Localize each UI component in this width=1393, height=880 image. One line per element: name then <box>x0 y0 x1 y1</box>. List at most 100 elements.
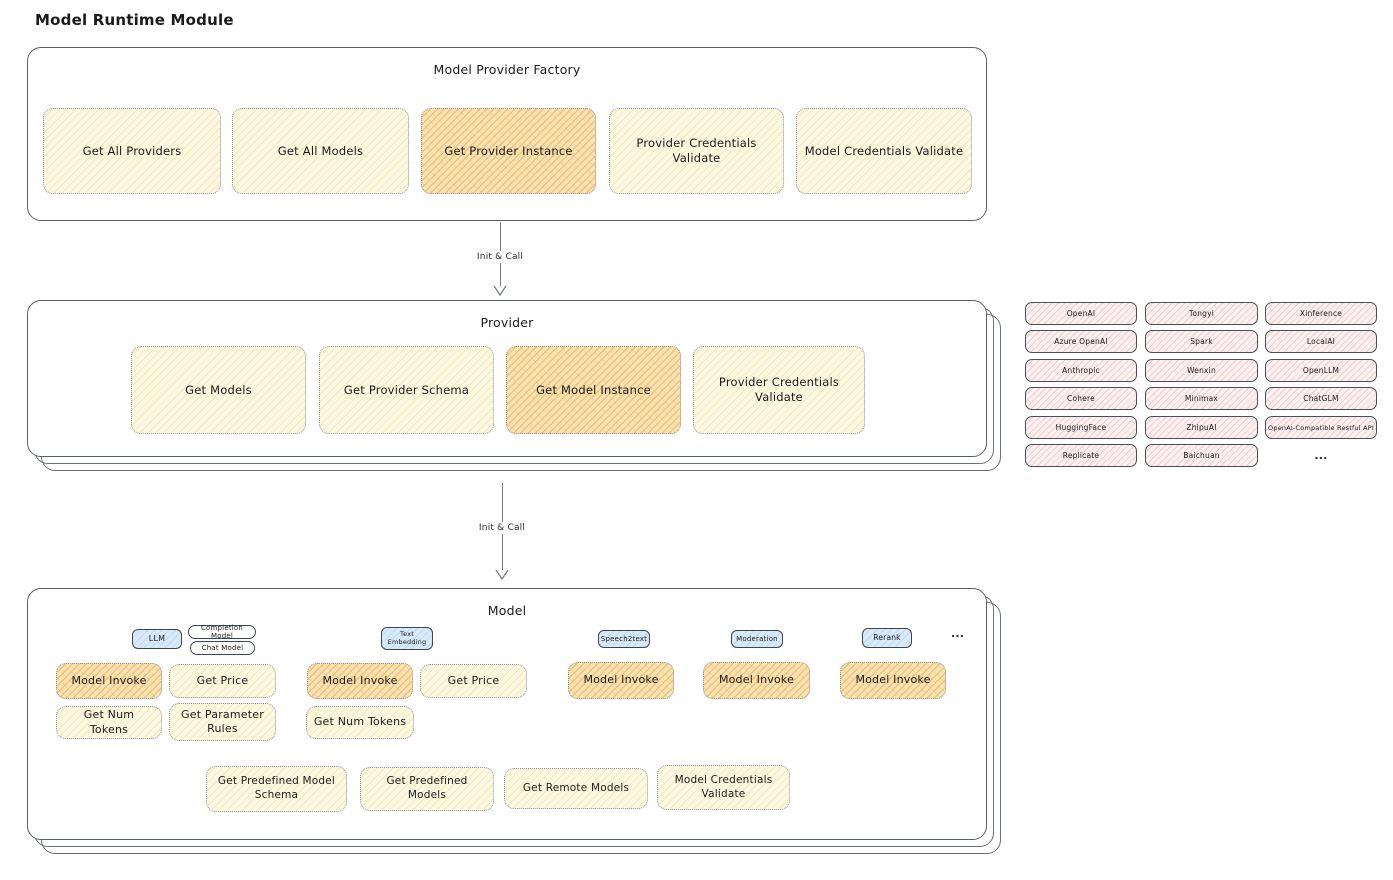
provider-item-localai: LocalAI <box>1265 330 1377 353</box>
text-embedding-get-price: Get Price <box>420 664 527 698</box>
text-embedding-get-num-tokens-label: Get Num Tokens <box>313 715 407 729</box>
model-get-predefined-model-schema: Get Predefined Model Schema <box>206 766 347 812</box>
provider-item-zhipuai: ZhipuAI <box>1145 416 1258 439</box>
tab-chat-model-label: Chat Model <box>201 644 244 652</box>
provider-provider-credentials-validate: Provider Credentials Validate <box>693 346 865 434</box>
provider-item-azure-openai-label: Azure OpenAI <box>1054 337 1108 346</box>
factory-get-provider-instance-label: Get Provider Instance <box>444 143 573 158</box>
tab-llm: LLM <box>132 629 182 649</box>
model-get-predefined-models-label: Get Predefined Models <box>386 775 468 801</box>
factory-model-credentials-validate-label: Model Credentials Validate <box>804 143 964 158</box>
provider-item-openai: OpenAI <box>1025 302 1137 325</box>
provider-item-xinference: Xinference <box>1265 302 1377 325</box>
provider-item-openllm-label: OpenLLM <box>1302 366 1340 375</box>
provider-item-anthropic: Anthropic <box>1025 359 1137 382</box>
arrow-provider-to-model-head <box>495 569 509 580</box>
provider-item-wenxin-label: Wenxin <box>1187 366 1216 375</box>
factory-container: Model Provider Factory Get All Providers… <box>27 47 987 221</box>
provider-get-models-label: Get Models <box>185 382 252 397</box>
speech2text-model-invoke: Model Invoke <box>568 662 674 699</box>
provider-item-openai-compatible-label: OpenAI-Compatible Restful API <box>1268 423 1374 432</box>
provider-item-wenxin: Wenxin <box>1145 359 1258 382</box>
provider-list-more: ... <box>1314 449 1328 462</box>
factory-model-credentials-validate: Model Credentials Validate <box>796 108 972 194</box>
provider-item-openllm: OpenLLM <box>1265 359 1377 382</box>
tab-completion-model: Completion Model <box>188 624 256 640</box>
model-title: Model <box>487 603 527 618</box>
tab-completion-model-label: Completion Model <box>200 624 244 640</box>
arrow1-label: Init & Call <box>472 251 528 263</box>
factory-provider-credentials-validate: Provider Credentials Validate <box>609 108 784 194</box>
text-embedding-model-invoke-label: Model Invoke <box>322 673 398 687</box>
diagram-title: Model Runtime Module <box>35 11 234 29</box>
model-get-remote-models-label: Get Remote Models <box>522 781 630 794</box>
rerank-model-invoke-label: Model Invoke <box>855 673 931 687</box>
llm-get-num-tokens-label: Get Num Tokens <box>83 708 135 736</box>
provider-item-huggingface: HuggingFace <box>1025 416 1137 439</box>
factory-title: Model Provider Factory <box>433 62 581 77</box>
model-get-predefined-models: Get Predefined Models <box>360 767 494 811</box>
provider-item-anthropic-label: Anthropic <box>1062 366 1100 375</box>
provider-title: Provider <box>480 315 534 330</box>
tab-moderation-label: Moderation <box>736 634 778 643</box>
provider-item-localai-label: LocalAI <box>1306 337 1336 346</box>
provider-item-tongyi-label: Tongyi <box>1188 309 1215 318</box>
provider-item-minimax: Minimax <box>1145 387 1258 410</box>
llm-get-price-label: Get Price <box>196 673 249 687</box>
tab-text-embedding: Text Embedding <box>381 627 433 650</box>
speech2text-model-invoke-label: Model Invoke <box>583 673 659 687</box>
provider-container: Provider Get Models Get Provider Schema … <box>27 300 987 457</box>
provider-get-model-instance: Get Model Instance <box>506 346 681 434</box>
model-container: Model LLM Completion Model Chat Model Te… <box>27 588 987 840</box>
model-get-predefined-model-schema-label: Get Predefined Model Schema <box>217 775 336 801</box>
llm-model-invoke: Model Invoke <box>56 663 162 699</box>
arrow-factory-to-provider-head <box>493 285 507 296</box>
tab-chat-model: Chat Model <box>190 641 255 655</box>
rerank-model-invoke: Model Invoke <box>840 662 946 699</box>
model-model-credentials-validate-label: Model Credentials Validate <box>674 773 773 800</box>
provider-item-huggingface-label: HuggingFace <box>1055 423 1107 432</box>
model-tabs-more: ... <box>951 627 965 640</box>
provider-item-chatglm: ChatGLM <box>1265 387 1377 410</box>
provider-item-replicate: Replicate <box>1025 444 1137 467</box>
provider-get-model-instance-label: Get Model Instance <box>536 382 651 397</box>
llm-get-parameter-rules-label: Get Parameter Rules <box>181 707 264 735</box>
provider-item-chatglm-label: ChatGLM <box>1303 394 1339 403</box>
provider-item-xinference-label: Xinference <box>1299 309 1343 318</box>
provider-item-openai-label: OpenAI <box>1066 309 1096 318</box>
arrow2-label: Init & Call <box>474 522 530 534</box>
provider-item-replicate-label: Replicate <box>1062 451 1100 460</box>
provider-item-cohere: Cohere <box>1025 387 1137 410</box>
factory-get-all-providers: Get All Providers <box>43 108 221 194</box>
model-model-credentials-validate: Model Credentials Validate <box>657 765 790 810</box>
moderation-model-invoke-label: Model Invoke <box>718 673 795 687</box>
factory-get-all-models-label: Get All Models <box>277 143 364 158</box>
provider-item-spark: Spark <box>1145 330 1258 353</box>
provider-get-provider-schema-label: Get Provider Schema <box>343 382 470 397</box>
tab-text-embedding-label: Text Embedding <box>387 630 427 646</box>
provider-item-zhipuai-label: ZhipuAI <box>1186 423 1217 432</box>
tab-moderation: Moderation <box>731 630 783 648</box>
provider-get-provider-schema: Get Provider Schema <box>319 346 494 434</box>
tab-rerank-label: Rerank <box>873 632 901 642</box>
factory-get-all-providers-label: Get All Providers <box>82 143 182 158</box>
tab-rerank: Rerank <box>862 628 912 648</box>
factory-get-all-models: Get All Models <box>232 108 409 194</box>
provider-item-cohere-label: Cohere <box>1067 394 1095 403</box>
llm-get-price: Get Price <box>169 664 276 698</box>
provider-item-baichuan: Baichuan <box>1145 444 1258 467</box>
text-embedding-model-invoke: Model Invoke <box>307 663 413 699</box>
provider-item-baichuan-label: Baichuan <box>1183 451 1220 460</box>
model-get-remote-models: Get Remote Models <box>504 768 648 809</box>
moderation-model-invoke: Model Invoke <box>703 662 810 699</box>
llm-get-parameter-rules: Get Parameter Rules <box>169 703 276 741</box>
factory-get-provider-instance: Get Provider Instance <box>421 108 596 194</box>
provider-get-models: Get Models <box>131 346 306 434</box>
tab-speech2text: Speech2text <box>598 630 650 648</box>
provider-item-spark-label: Spark <box>1190 337 1213 346</box>
provider-item-minimax-label: Minimax <box>1184 394 1219 403</box>
llm-model-invoke-label: Model Invoke <box>71 673 147 687</box>
llm-get-num-tokens: Get Num Tokens <box>56 706 162 739</box>
provider-item-azure-openai: Azure OpenAI <box>1025 330 1137 353</box>
